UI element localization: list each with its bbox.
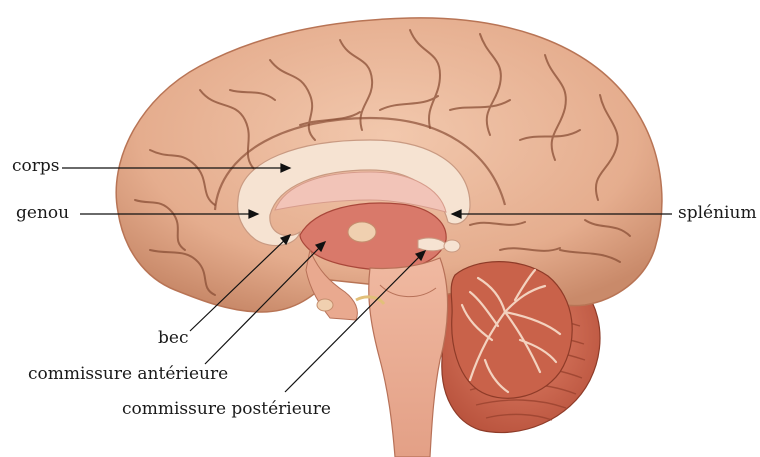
label-bec: bec (158, 330, 188, 347)
label-corps: corps (12, 158, 60, 175)
brainstem (306, 250, 448, 457)
arbor-vitae (451, 262, 572, 399)
label-genou: genou (16, 205, 69, 222)
label-commissure-posterieure: commissure postérieure (122, 401, 331, 418)
label-splenium: splénium (678, 205, 757, 222)
label-commissure-anterieure: commissure antérieure (28, 366, 228, 383)
